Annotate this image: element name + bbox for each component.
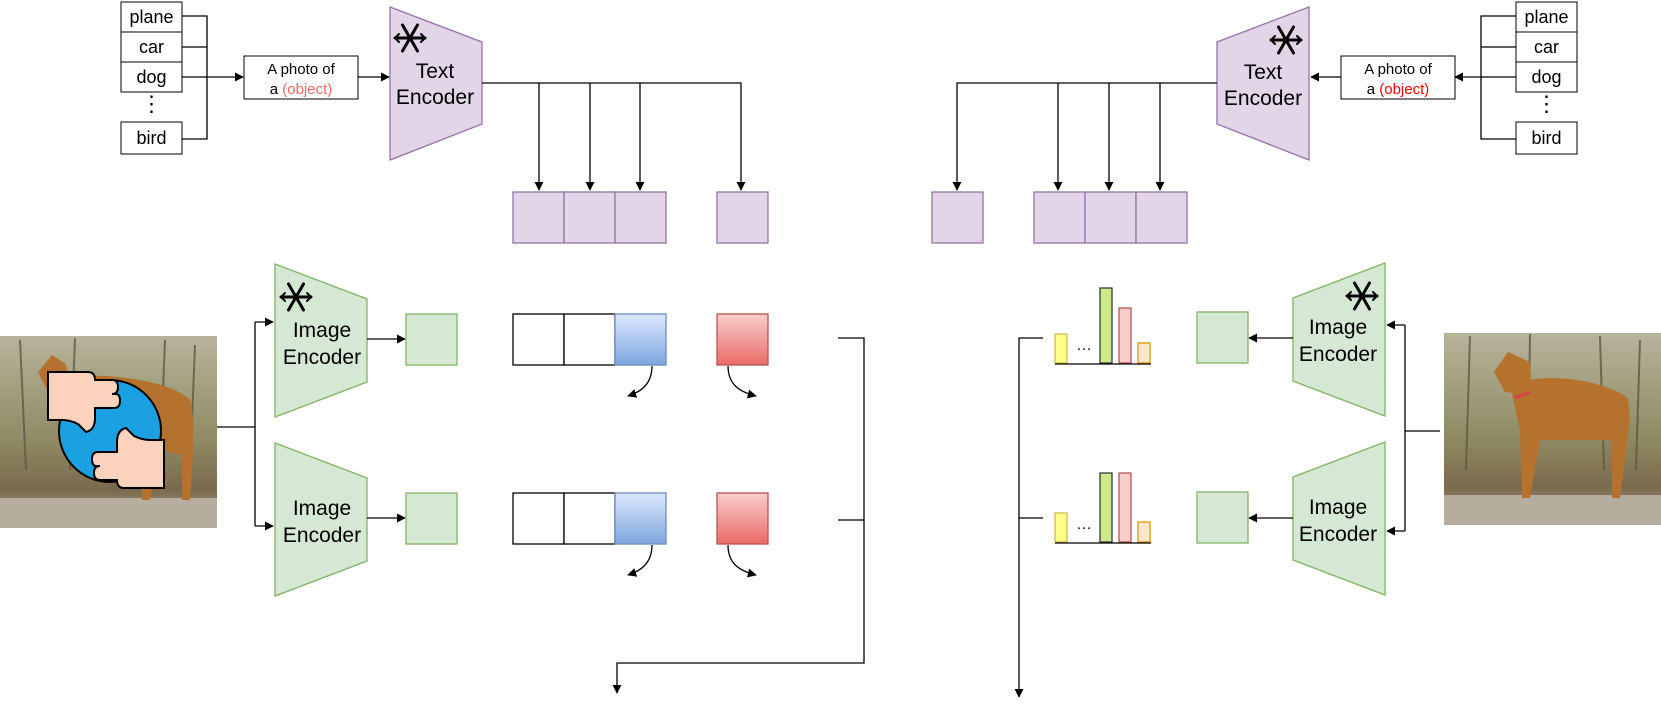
right-class-plane: plane <box>1524 7 1568 27</box>
left-text-encoder-line2: Encoder <box>396 86 474 109</box>
left-image-encoder-trainable-line1: Image <box>293 497 351 520</box>
right-histogram-bottom: … <box>1054 472 1151 544</box>
left-logits-top <box>512 313 769 399</box>
left-image-split <box>217 317 274 531</box>
red-token-bottom <box>716 492 769 545</box>
right-class-bird: bird <box>1531 128 1561 148</box>
right-image-encoder-frozen <box>1292 262 1386 417</box>
thumbs-up-down-icon <box>47 371 165 489</box>
right-class-list: plane car dog ⋮ bird <box>1515 1 1578 155</box>
left-image-encoder-trainable-line2: Encoder <box>283 524 361 547</box>
right-image-feature-bottom <box>1196 491 1249 544</box>
right-class-car: car <box>1534 37 1559 57</box>
left-class-ellipsis: ⋮ <box>141 91 163 116</box>
right-image-encoder-snowflake-icon <box>1345 281 1379 311</box>
svg-text:…: … <box>1076 516 1092 533</box>
left-class-connectors <box>182 15 244 140</box>
right-prompt-line1: A photo of <box>1364 61 1432 78</box>
right-image-encoder-frozen-line1: Image <box>1309 316 1367 339</box>
left-class-plane: plane <box>129 7 173 27</box>
red-token-top <box>716 313 769 366</box>
left-image-feature-top <box>405 313 458 366</box>
left-image-encoder-snowflake-icon <box>279 282 313 312</box>
right-image-encoder-trainable-line2: Encoder <box>1299 523 1377 546</box>
right-image-feature-top <box>1196 311 1249 364</box>
left-class-list: plane car dog ⋮ bird <box>120 1 183 155</box>
blue-token-bottom <box>614 492 667 545</box>
left-text-features <box>512 191 769 244</box>
right-text-encoder-line1: Text <box>1244 61 1283 84</box>
left-merge-connector <box>612 337 865 694</box>
left-image-encoder-trainable <box>274 442 368 597</box>
right-class-connectors <box>1454 15 1516 140</box>
right-text-encoder-snowflake-icon <box>1269 25 1303 55</box>
right-image-split <box>1386 320 1440 536</box>
left-image-feature-bottom <box>405 492 458 545</box>
right-text-encoder-line2: Encoder <box>1224 87 1302 110</box>
blue-token-top <box>614 313 667 366</box>
left-prompt-box <box>243 55 359 100</box>
left-image-encoder-frozen-line2: Encoder <box>283 346 361 369</box>
svg-text:…: … <box>1076 337 1092 354</box>
left-prompt-line2: a (object) <box>270 81 333 98</box>
left-class-dog: dog <box>136 67 166 87</box>
right-image-encoder-frozen-line2: Encoder <box>1299 343 1377 366</box>
right-class-ellipsis: ⋮ <box>1536 91 1558 116</box>
right-text-feature-arrows <box>952 82 1217 191</box>
right-text-encoder <box>1216 6 1310 161</box>
left-class-bird: bird <box>136 128 166 148</box>
right-image-encoder-trainable-line1: Image <box>1309 496 1367 519</box>
right-prompt-line2: a (object) <box>1367 81 1430 98</box>
left-logits-bottom <box>512 492 769 578</box>
right-merge-connector <box>1014 337 1043 698</box>
left-prompt-line1: A photo of <box>267 61 335 78</box>
right-dog-image <box>1444 333 1661 525</box>
left-text-feature-arrows <box>482 82 746 191</box>
left-class-car: car <box>139 37 164 57</box>
right-histogram-top: … <box>1054 287 1151 365</box>
right-prompt-box <box>1340 55 1456 100</box>
left-image-encoder-frozen-line1: Image <box>293 319 351 342</box>
right-class-dog: dog <box>1531 67 1561 87</box>
left-text-encoder-snowflake-icon <box>393 23 427 53</box>
right-text-features <box>931 191 1188 244</box>
right-image-encoder-trainable <box>1292 441 1386 596</box>
left-text-encoder-line1: Text <box>416 60 455 83</box>
